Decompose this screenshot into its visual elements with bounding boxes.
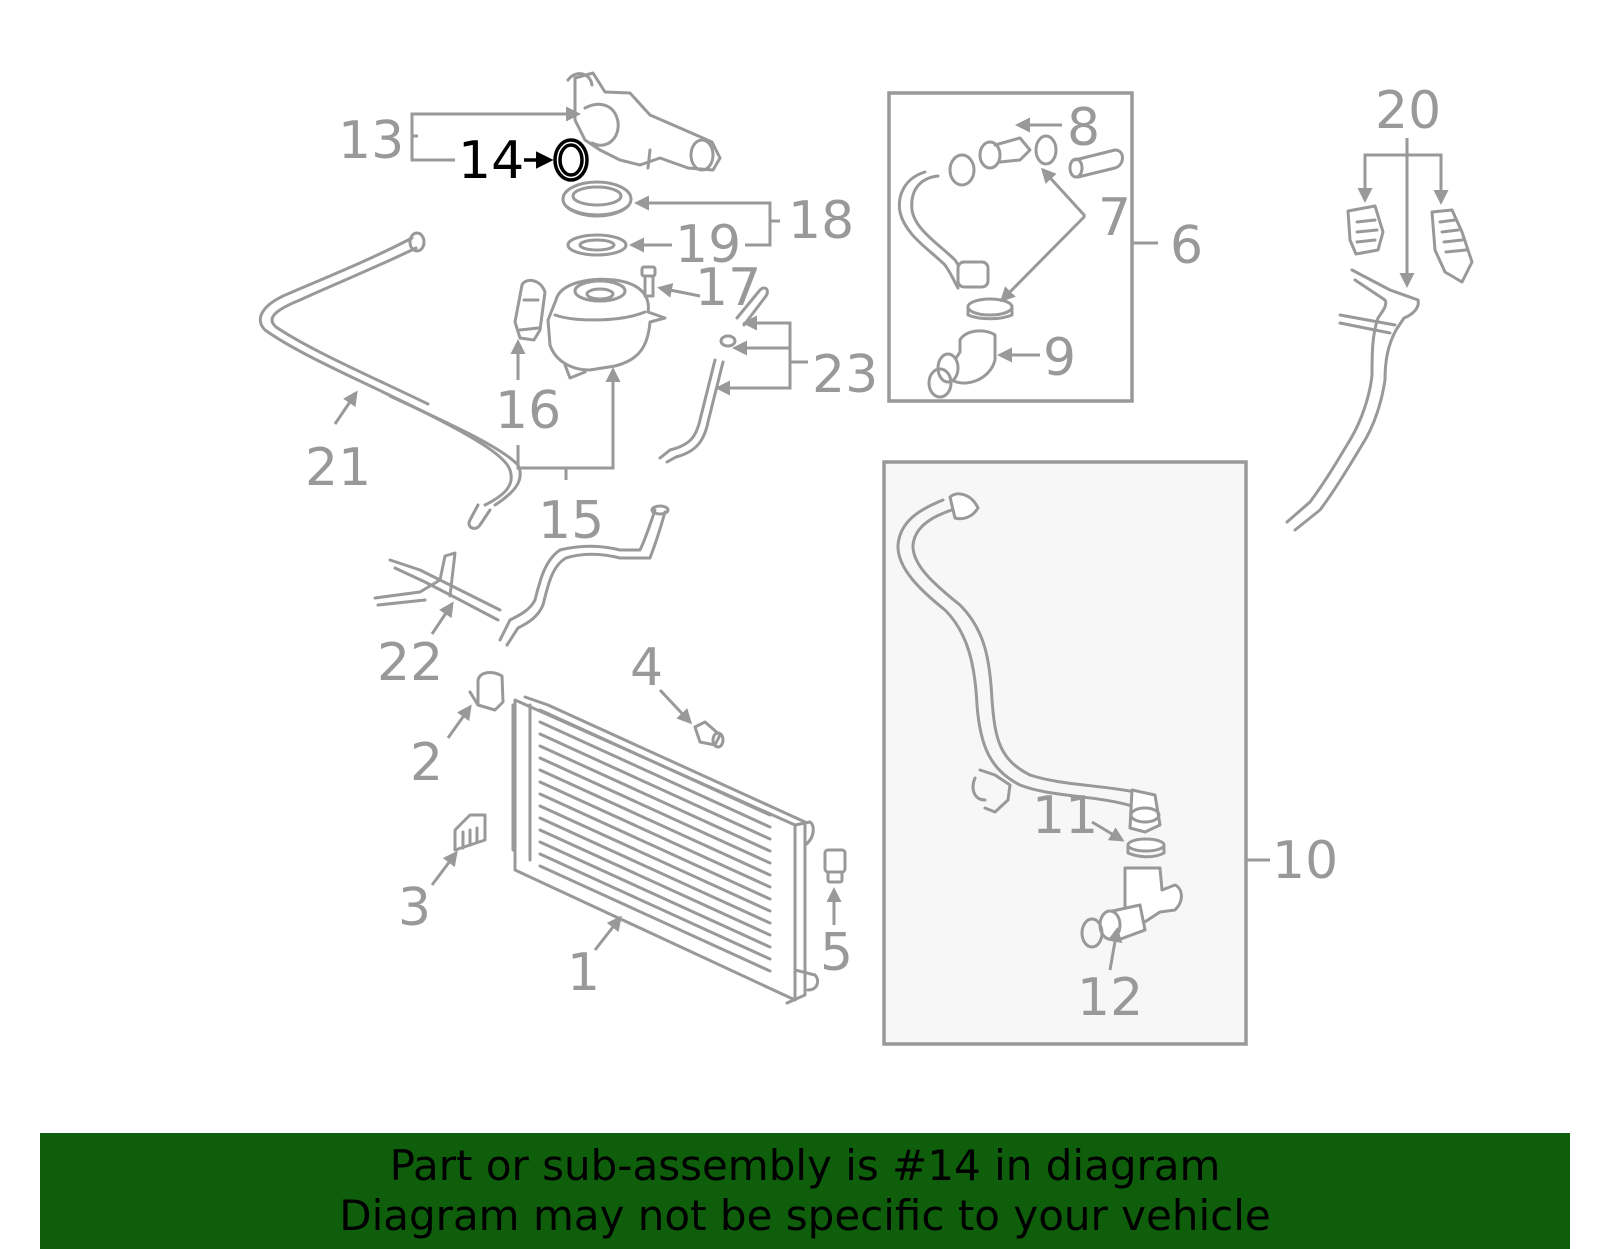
callout-18: 18	[788, 191, 854, 251]
callout-10: 10	[1272, 831, 1338, 891]
callout-labels: 1 2 3 4 5 6 7 8 9 10 11 12 13 14 15 16 1…	[305, 81, 1441, 1028]
callout-21: 21	[305, 438, 371, 498]
callout-9: 9	[1043, 328, 1076, 388]
part-15-expansion-tank	[546, 277, 667, 380]
group-6-hoses	[897, 134, 1124, 399]
part-21-hose	[258, 231, 522, 530]
callout-6: 6	[1170, 216, 1203, 276]
callout-5: 5	[820, 923, 853, 983]
part-1-radiator	[511, 695, 820, 1005]
part-3-bracket	[453, 813, 487, 852]
part-16-bracket	[513, 278, 547, 342]
part-5-sensor	[823, 848, 847, 884]
callout-14: 14	[458, 131, 524, 191]
info-banner: Part or sub-assembly is #14 in diagram D…	[40, 1133, 1570, 1249]
callout-15: 15	[538, 491, 604, 551]
callout-11: 11	[1032, 786, 1098, 846]
part-13-thermostat-housing	[566, 71, 722, 172]
part-14-o-ring	[553, 138, 589, 182]
callout-13: 13	[338, 111, 404, 171]
callout-4: 4	[630, 638, 663, 698]
leader-lines	[333, 106, 1449, 971]
callout-16: 16	[495, 381, 561, 441]
part-4-sensor	[693, 720, 725, 749]
banner-line-2: Diagram may not be specific to your vehi…	[339, 1191, 1271, 1240]
callout-17: 17	[695, 258, 761, 318]
callout-12: 12	[1077, 968, 1143, 1028]
part-22-pipe	[373, 504, 670, 647]
part-19-seal	[566, 233, 628, 257]
callout-2: 2	[410, 733, 443, 793]
part-20-vent-hose	[1285, 204, 1474, 532]
callout-23: 23	[812, 345, 878, 405]
banner-line-1: Part or sub-assembly is #14 in diagram	[389, 1141, 1221, 1190]
part-18-cap	[561, 180, 633, 218]
callout-3: 3	[398, 878, 431, 938]
part-2-bracket	[468, 671, 505, 712]
callout-7: 7	[1098, 188, 1131, 248]
callout-19: 19	[675, 215, 741, 275]
callout-20: 20	[1375, 81, 1441, 141]
callout-22: 22	[377, 633, 443, 693]
callout-8: 8	[1067, 98, 1100, 158]
callout-1: 1	[567, 943, 600, 1003]
part-17-bolt	[640, 265, 657, 298]
group-10-box	[882, 460, 1248, 1046]
